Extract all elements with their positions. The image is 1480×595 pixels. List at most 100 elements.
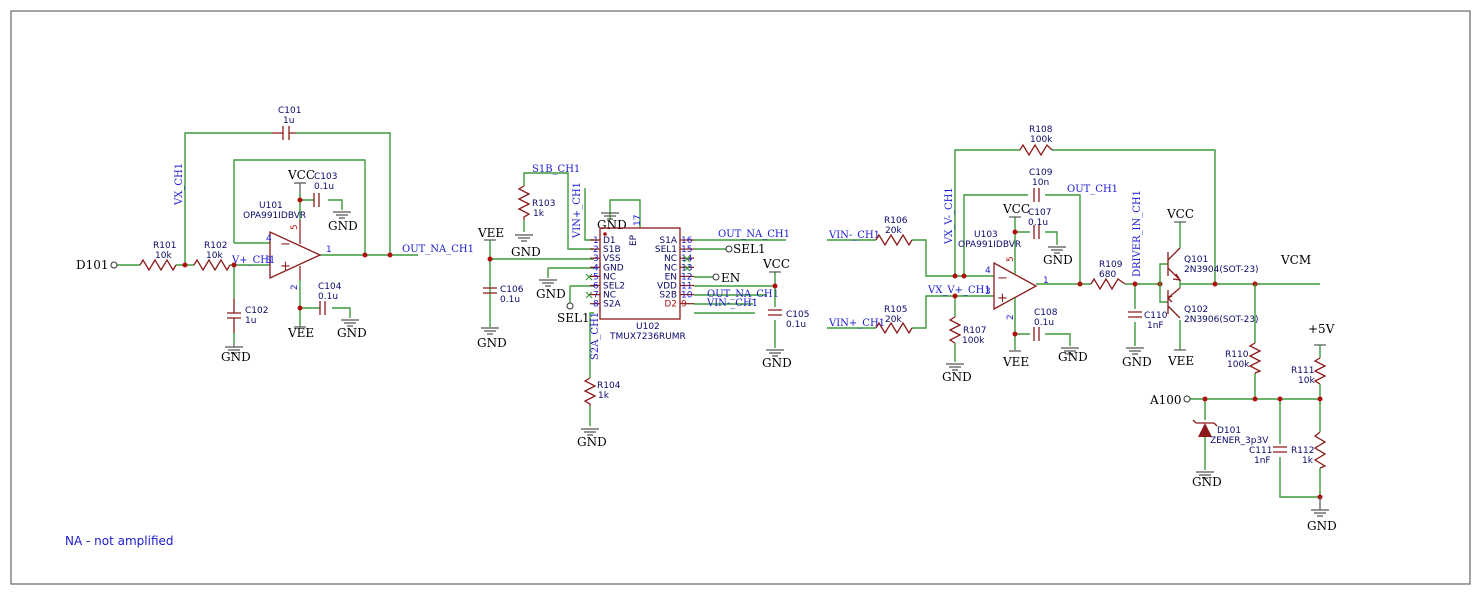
r105-ref: R105 — [884, 305, 907, 315]
c101-ref: C101 — [278, 106, 301, 116]
r101-resistor-icon[interactable] — [139, 258, 177, 272]
sel1-port-icon[interactable] — [725, 245, 733, 253]
u101-pin-vplus: 5 — [290, 224, 300, 230]
r109-resistor-icon[interactable] — [1090, 277, 1126, 291]
q101-npn-transistor-icon[interactable] — [1167, 247, 1182, 281]
c111-value: 1nF — [1254, 456, 1271, 466]
a100-port-icon[interactable] — [1183, 395, 1191, 403]
vcm-label: VCM — [1280, 253, 1311, 267]
r101-ref: R101 — [153, 241, 176, 251]
c109-value: 10n — [1032, 178, 1049, 188]
c103-capacitor-icon[interactable] — [313, 193, 320, 207]
r104-resistor-icon[interactable] — [583, 377, 597, 406]
u102-right-pins: 16S1A15SEL114NC13NC12EN11VDD10S2B9D2 — [655, 236, 694, 310]
input-stage-u101: D101 R101 10k R102 10k V+_CH1 C101 1u VX… — [76, 106, 474, 364]
mux-right-pin-name: NC — [664, 254, 677, 264]
net-out-na-ch1: OUT_NA_CH1 — [718, 229, 790, 240]
net-vin-plus-ch1: VIN+_CH1 — [828, 318, 885, 329]
u103-value: OPA991IDBVR — [958, 240, 1021, 250]
vee-label: VEE — [1002, 355, 1029, 369]
mux-left-pin-number: 3 — [593, 254, 599, 264]
ground-icon — [1048, 246, 1066, 254]
d101-zener-icon[interactable] — [1198, 423, 1212, 437]
r110-value: 100k — [1227, 360, 1250, 370]
gnd-label: GND — [511, 245, 541, 259]
gnd-label: GND — [337, 326, 367, 340]
c101-capacitor-icon[interactable] — [272, 126, 296, 140]
r106-ref: R106 — [884, 216, 908, 226]
c110-capacitor-icon[interactable] — [1128, 311, 1142, 318]
ground-icon — [481, 327, 499, 335]
gnd-label: GND — [328, 219, 358, 233]
d101-port-icon[interactable] — [110, 261, 118, 269]
c108-ref: C108 — [1034, 308, 1058, 318]
mux-right-pin-number: 9 — [681, 300, 687, 310]
r109-value: 680 — [1099, 270, 1116, 280]
mux-right-pin-name: S2B — [659, 291, 677, 301]
vee-label: VEE — [1167, 354, 1194, 368]
r106-resistor-icon[interactable] — [875, 233, 913, 247]
c106-capacitor-icon[interactable] — [483, 287, 497, 294]
r112-resistor-icon[interactable] — [1313, 431, 1327, 469]
u101-pin-inv: 4 — [266, 234, 272, 244]
r103-resistor-icon[interactable] — [517, 185, 531, 220]
ground-icon — [766, 349, 784, 357]
vee-label: VEE — [287, 326, 314, 340]
mux-left-pin-name: S1B — [603, 245, 621, 255]
r111-ref: R111 — [1291, 366, 1314, 376]
u103-opamp-icon[interactable] — [993, 261, 1038, 311]
r108-ref: R108 — [1029, 125, 1053, 135]
c107-capacitor-icon[interactable] — [1033, 225, 1040, 239]
c101-value: 1u — [283, 116, 294, 126]
q101-value: 2N3904(SOT-23) — [1184, 265, 1259, 275]
net-vx-vplus-ch1: VX_V+_CH1 — [927, 285, 991, 296]
minus-sign-icon: − — [280, 237, 291, 252]
c102-capacitor-icon[interactable] — [227, 298, 241, 333]
mux-left-pin-number: 7 — [593, 291, 599, 301]
mux-right-pin-number: 12 — [681, 272, 692, 282]
sheet-frame — [10, 10, 1471, 585]
gnd-label: GND — [221, 350, 251, 364]
net-s1b-ch1: S1B_CH1 — [532, 164, 580, 175]
ground-icon — [1126, 347, 1144, 355]
c105-capacitor-icon[interactable] — [768, 309, 782, 316]
port-a100: A100 — [1149, 393, 1182, 407]
gnd-label: GND — [477, 336, 507, 350]
r107-resistor-icon[interactable] — [948, 316, 962, 344]
r111-resistor-icon[interactable] — [1313, 357, 1327, 385]
r108-value: 100k — [1030, 135, 1053, 145]
q102-pnp-transistor-icon[interactable] — [1166, 287, 1181, 319]
c102-value: 1u — [245, 316, 256, 326]
sel1-port-icon[interactable] — [566, 302, 574, 310]
r110-resistor-icon[interactable] — [1248, 342, 1262, 374]
u101-opamp-icon[interactable] — [269, 230, 322, 280]
port-sel1: SEL1 — [557, 311, 590, 325]
c102-ref: C102 — [245, 306, 268, 316]
gnd-label: GND — [762, 356, 792, 370]
u102-mux-icon[interactable] — [599, 227, 681, 320]
gnd-label: GND — [1122, 355, 1152, 369]
en-port-icon[interactable] — [712, 273, 720, 281]
net-out-na-ch1: OUT_NA_CH1 — [402, 244, 474, 255]
r104-value: 1k — [598, 391, 610, 401]
ground-icon — [601, 212, 619, 220]
r102-resistor-icon[interactable] — [193, 258, 231, 272]
r108-resistor-icon[interactable] — [1019, 143, 1053, 157]
mux-left-pin-name: VSS — [603, 254, 621, 264]
net-vplus-ch1: V+_CH1 — [231, 255, 275, 266]
r105-resistor-icon[interactable] — [875, 321, 913, 335]
vee-label: VEE — [477, 226, 504, 240]
c105-value: 0.1u — [786, 320, 806, 330]
c109-capacitor-icon[interactable] — [1033, 188, 1040, 202]
c108-capacitor-icon[interactable] — [1033, 327, 1040, 341]
net-vin-minus-ch1: VIN-_CH1 — [706, 298, 758, 309]
ground-icon — [1311, 497, 1329, 517]
mux-right-pin-name: D2 — [664, 300, 677, 310]
c103-ref: C103 — [314, 172, 337, 182]
c111-capacitor-icon[interactable] — [1273, 446, 1287, 453]
c104-capacitor-icon[interactable] — [319, 301, 326, 315]
mux-left-pin-number: 8 — [593, 300, 599, 310]
mux-right-pin-name: NC — [664, 263, 677, 273]
minus-sign-icon: − — [997, 271, 1008, 286]
